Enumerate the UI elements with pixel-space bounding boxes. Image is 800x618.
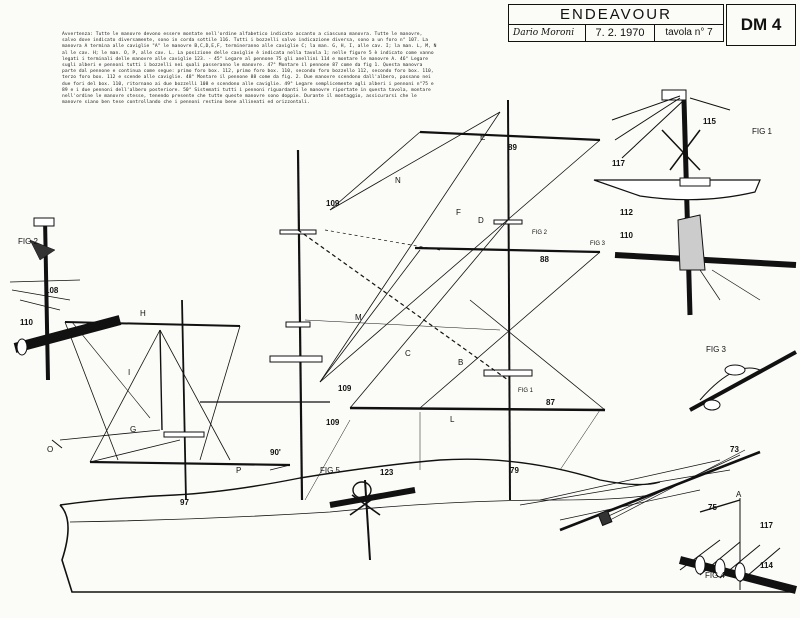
part-number: 117: [760, 521, 773, 530]
hull-deck: [69, 494, 651, 523]
line-label: L: [450, 415, 455, 424]
bowsprit: [559, 450, 761, 532]
line-label: I: [128, 368, 130, 377]
author-signature: Dario Moroni: [508, 24, 586, 42]
part-number: 114: [760, 561, 773, 570]
yard-e: [419, 130, 601, 142]
part-number: 117: [612, 159, 625, 168]
plan-code: DM 4: [726, 4, 796, 46]
line-label: B: [458, 358, 463, 367]
line-label: N: [395, 176, 401, 185]
line-label: M: [355, 313, 362, 322]
fore-mast: [507, 99, 511, 501]
part-number: 123: [380, 468, 394, 477]
yard-p: [89, 460, 291, 467]
part-number: 88: [540, 255, 549, 264]
figure-caption: FIG 5: [320, 466, 341, 475]
part-number: 79: [510, 466, 519, 475]
line-label: C: [405, 349, 411, 358]
main-top: [269, 355, 323, 363]
line-label: O: [47, 445, 53, 454]
part-number: 89: [508, 143, 517, 152]
line-label: H: [140, 309, 146, 318]
line-label: P: [236, 466, 241, 475]
line-label: A: [736, 490, 742, 499]
part-number: 97: [180, 498, 189, 507]
part-number: 109: [338, 384, 352, 393]
part-number: 75: [708, 503, 717, 512]
part-number: 112: [620, 208, 633, 217]
mizzen-mast: [181, 299, 187, 501]
line-label: D: [478, 216, 484, 225]
mizzen-topmast: [159, 329, 163, 431]
main-cap: [285, 321, 311, 328]
figure-caption: FIG 3: [706, 345, 727, 354]
assembly-notes: Avvertenza: Tutte le manovre devono esse…: [62, 32, 437, 106]
line-label: F: [456, 208, 461, 217]
figure-caption: FIG 2: [18, 237, 39, 246]
part-number: 115: [703, 117, 716, 126]
fore-top: [483, 369, 533, 377]
figure-caption: FIG 3: [590, 241, 606, 247]
line-label: G: [130, 425, 136, 434]
plate-number: tavola n° 7: [654, 24, 724, 42]
part-number: 109: [326, 199, 340, 208]
part-number: 73: [730, 445, 739, 454]
part-number: 110: [20, 318, 33, 327]
mizzen-top: [163, 431, 205, 438]
part-number: 110: [620, 231, 633, 240]
line-label: E: [480, 133, 485, 142]
yard-87: [349, 406, 606, 412]
part-number: 87: [546, 398, 555, 407]
yard-88: [414, 246, 601, 254]
part-number: 108: [45, 286, 59, 295]
hull-sheer: [59, 458, 661, 506]
part-number: 90': [270, 448, 281, 457]
part-number: 109: [326, 418, 340, 427]
figure-caption: FIG 1: [518, 388, 534, 394]
figure-caption: FIG 1: [752, 127, 773, 136]
figure-caption: FIG 4: [705, 571, 726, 580]
figure-caption: FIG 2: [532, 230, 548, 236]
hull-outline: [59, 504, 792, 593]
